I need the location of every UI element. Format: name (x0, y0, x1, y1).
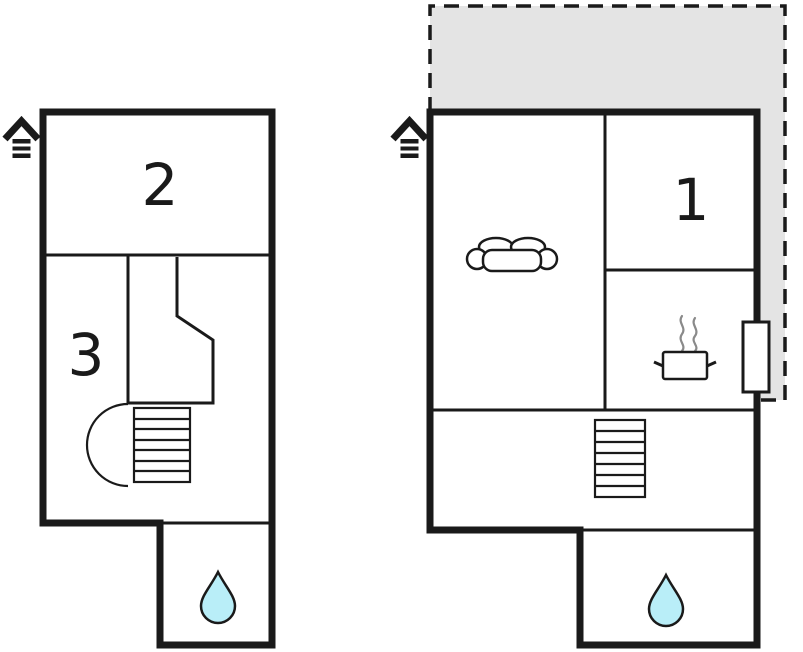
upper-floor-plan: 2 3 (2, 108, 276, 649)
interior-wall-closet (128, 257, 215, 405)
terrace-dashed-border (428, 4, 787, 402)
stair-run (593, 418, 647, 499)
terrace-area (428, 4, 787, 402)
room-label-1: 1 (673, 166, 710, 234)
entrance-icon (390, 115, 429, 158)
entrance-roof (2, 115, 41, 142)
sofa-icon (465, 236, 559, 273)
ground-floor-plan: 1 (390, 108, 771, 649)
steam-icon (692, 316, 698, 353)
entrance-icon (2, 115, 41, 158)
terrace-door (741, 320, 771, 394)
entrance-stripe (400, 143, 419, 147)
sofa-seat (481, 248, 543, 273)
pot-body (661, 350, 709, 381)
entrance-roof (390, 115, 429, 142)
water-drop-icon (199, 569, 237, 625)
entrance-body (400, 139, 419, 158)
pot-handle (706, 360, 717, 368)
stove-icon (653, 314, 717, 381)
entrance-stripe (12, 150, 31, 154)
water-drop-icon (647, 572, 685, 628)
terrace-fill (430, 6, 785, 400)
stair-run (132, 406, 192, 484)
staircase-icon (593, 418, 647, 499)
room-label-3: 3 (68, 321, 105, 389)
pot-handle (653, 360, 664, 368)
entrance-stripe (400, 150, 419, 154)
entrance-body (12, 139, 31, 158)
room-label-2: 2 (142, 151, 179, 219)
stair-curve (85, 402, 129, 488)
steam-icon (679, 314, 685, 353)
staircase-icon (85, 402, 192, 488)
entrance-stripe (12, 143, 31, 147)
outer-wall (39, 108, 276, 649)
